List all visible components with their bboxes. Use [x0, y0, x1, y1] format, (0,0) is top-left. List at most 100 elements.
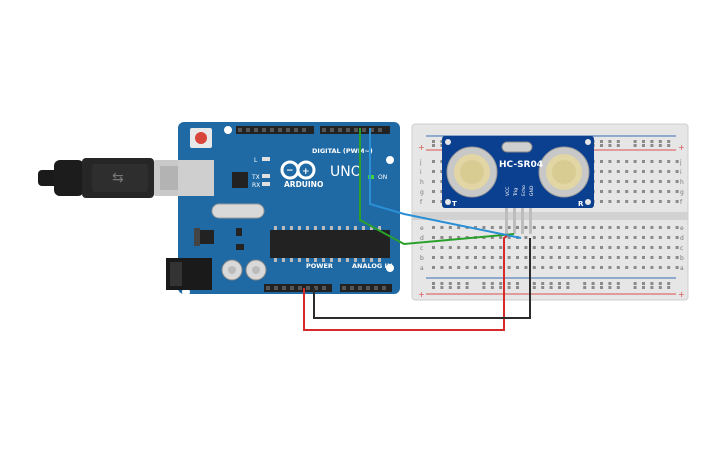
trig-wire[interactable]: [359, 128, 515, 246]
breadboard-hole[interactable]: [566, 282, 570, 285]
breadboard-hole[interactable]: [440, 286, 444, 289]
breadboard-hole[interactable]: [440, 144, 444, 147]
breadboard-hole[interactable]: [432, 256, 435, 259]
breadboard-hole[interactable]: [541, 236, 545, 239]
breadboard-hole[interactable]: [541, 246, 545, 249]
breadboard-hole[interactable]: [440, 236, 444, 239]
breadboard-hole[interactable]: [524, 236, 528, 239]
breadboard-hole[interactable]: [650, 282, 654, 285]
breadboard-hole[interactable]: [633, 226, 637, 229]
breadboard-hole[interactable]: [490, 236, 494, 239]
breadboard-hole[interactable]: [675, 170, 679, 173]
breadboard-hole[interactable]: [440, 160, 444, 163]
breadboard-hole[interactable]: [516, 266, 519, 269]
breadboard-hole[interactable]: [482, 256, 486, 259]
breadboard-hole[interactable]: [667, 286, 671, 289]
breadboard-hole[interactable]: [608, 170, 612, 173]
breadboard-hole[interactable]: [625, 200, 629, 203]
breadboard-hole[interactable]: [667, 140, 671, 143]
breadboard-hole[interactable]: [600, 236, 603, 239]
breadboard-hole[interactable]: [667, 200, 671, 203]
breadboard-hole[interactable]: [650, 170, 654, 173]
breadboard-hole[interactable]: [490, 246, 494, 249]
breadboard-hole[interactable]: [558, 246, 561, 249]
breadboard-hole[interactable]: [524, 226, 528, 229]
breadboard-hole[interactable]: [448, 286, 452, 289]
breadboard-hole[interactable]: [507, 282, 511, 285]
breadboard-hole[interactable]: [642, 170, 645, 173]
breadboard-hole[interactable]: [482, 286, 486, 289]
breadboard-hole[interactable]: [650, 190, 654, 193]
breadboard-hole[interactable]: [583, 226, 587, 229]
breadboard-hole[interactable]: [448, 236, 452, 239]
breadboard-hole[interactable]: [432, 246, 435, 249]
breadboard-hole[interactable]: [566, 226, 570, 229]
breadboard-hole[interactable]: [440, 256, 444, 259]
breadboard-hole[interactable]: [658, 140, 662, 143]
breadboard-hole[interactable]: [482, 246, 486, 249]
breadboard-hole[interactable]: [499, 236, 503, 239]
breadboard-hole[interactable]: [658, 236, 662, 239]
breadboard-hole[interactable]: [490, 286, 494, 289]
breadboard-hole[interactable]: [591, 266, 595, 269]
breadboard-hole[interactable]: [608, 160, 612, 163]
breadboard-hole[interactable]: [667, 160, 671, 163]
breadboard-hole[interactable]: [658, 170, 662, 173]
breadboard-hole[interactable]: [574, 226, 578, 229]
breadboard-hole[interactable]: [633, 160, 637, 163]
breadboard-hole[interactable]: [608, 282, 612, 285]
hc-sr04-sensor[interactable]: HC-SR04 T R VCC Trig Echo GND: [442, 136, 594, 234]
breadboard-hole[interactable]: [633, 256, 637, 259]
breadboard-hole[interactable]: [633, 190, 637, 193]
breadboard-hole[interactable]: [616, 170, 620, 173]
breadboard-hole[interactable]: [600, 144, 603, 147]
breadboard-hole[interactable]: [558, 226, 561, 229]
breadboard-hole[interactable]: [566, 256, 570, 259]
breadboard-hole[interactable]: [616, 246, 620, 249]
breadboard-hole[interactable]: [583, 256, 587, 259]
breadboard-hole[interactable]: [499, 286, 503, 289]
breadboard-hole[interactable]: [642, 190, 645, 193]
breadboard-hole[interactable]: [549, 266, 553, 269]
breadboard-hole[interactable]: [440, 266, 444, 269]
breadboard-hole[interactable]: [633, 144, 637, 147]
breadboard-hole[interactable]: [583, 236, 587, 239]
breadboard-hole[interactable]: [541, 266, 545, 269]
breadboard-hole[interactable]: [625, 266, 629, 269]
breadboard-hole[interactable]: [474, 246, 477, 249]
breadboard-hole[interactable]: [448, 226, 452, 229]
breadboard-hole[interactable]: [549, 256, 553, 259]
breadboard-hole[interactable]: [667, 144, 671, 147]
breadboard-hole[interactable]: [616, 160, 620, 163]
breadboard-hole[interactable]: [633, 246, 637, 249]
breadboard-hole[interactable]: [650, 246, 654, 249]
breadboard-hole[interactable]: [667, 266, 671, 269]
breadboard-hole[interactable]: [658, 144, 662, 147]
breadboard-hole[interactable]: [675, 246, 679, 249]
breadboard-hole[interactable]: [566, 236, 570, 239]
breadboard-hole[interactable]: [616, 144, 620, 147]
breadboard-hole[interactable]: [650, 140, 654, 143]
breadboard-hole[interactable]: [558, 256, 561, 259]
breadboard-hole[interactable]: [440, 140, 444, 143]
breadboard-hole[interactable]: [658, 200, 662, 203]
breadboard-hole[interactable]: [499, 266, 503, 269]
breadboard-hole[interactable]: [633, 286, 637, 289]
breadboard-hole[interactable]: [675, 256, 679, 259]
breadboard-hole[interactable]: [650, 256, 654, 259]
breadboard-hole[interactable]: [583, 266, 587, 269]
breadboard-hole[interactable]: [608, 144, 612, 147]
breadboard-hole[interactable]: [591, 256, 595, 259]
breadboard-hole[interactable]: [507, 236, 511, 239]
breadboard-hole[interactable]: [600, 286, 603, 289]
breadboard-hole[interactable]: [642, 256, 645, 259]
breadboard-hole[interactable]: [675, 160, 679, 163]
breadboard-hole[interactable]: [432, 282, 435, 285]
breadboard-hole[interactable]: [667, 180, 671, 183]
breadboard-hole[interactable]: [608, 226, 612, 229]
breadboard-hole[interactable]: [642, 144, 645, 147]
breadboard-hole[interactable]: [516, 286, 519, 289]
breadboard-hole[interactable]: [667, 226, 671, 229]
breadboard-hole[interactable]: [558, 236, 561, 239]
breadboard-hole[interactable]: [675, 236, 679, 239]
